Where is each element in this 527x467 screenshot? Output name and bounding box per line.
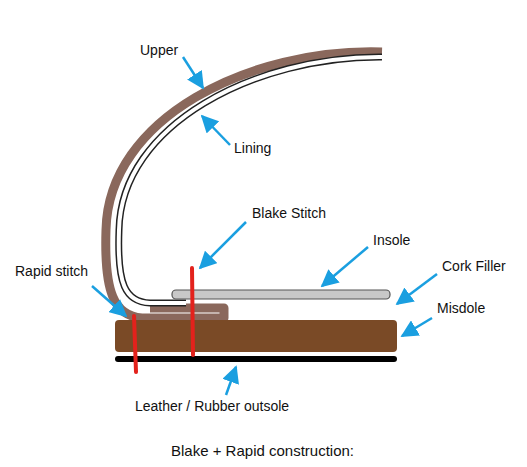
part-label: Cork Filler [442, 258, 506, 274]
leader-arrow [202, 116, 230, 145]
lining [119, 57, 382, 303]
part-label: Upper [140, 42, 178, 58]
part-label: Misdole [437, 300, 485, 316]
part-label: Rapid stitch [15, 263, 88, 279]
caption: Blake + Rapid construction: [171, 443, 354, 459]
part-label: Lining [234, 140, 271, 156]
leader-arrows [92, 57, 437, 395]
leader-arrow [402, 318, 432, 336]
part-label: Blake Stitch [252, 205, 326, 221]
lining-outline [119, 57, 382, 303]
blake-stitch [192, 268, 193, 355]
midsole [115, 320, 397, 352]
leader-arrow [322, 247, 368, 286]
part-label: Insole [373, 232, 410, 248]
rapid-stitch [134, 316, 136, 372]
leader-arrow [397, 274, 437, 304]
leader-arrow [183, 57, 203, 88]
outsole [115, 356, 397, 362]
upper-leather [106, 52, 382, 318]
part-label: Leather / Rubber outsole [135, 398, 289, 414]
leader-arrow [200, 222, 246, 268]
leader-arrow [226, 367, 236, 395]
insole [172, 290, 390, 299]
leader-arrow [92, 286, 126, 316]
